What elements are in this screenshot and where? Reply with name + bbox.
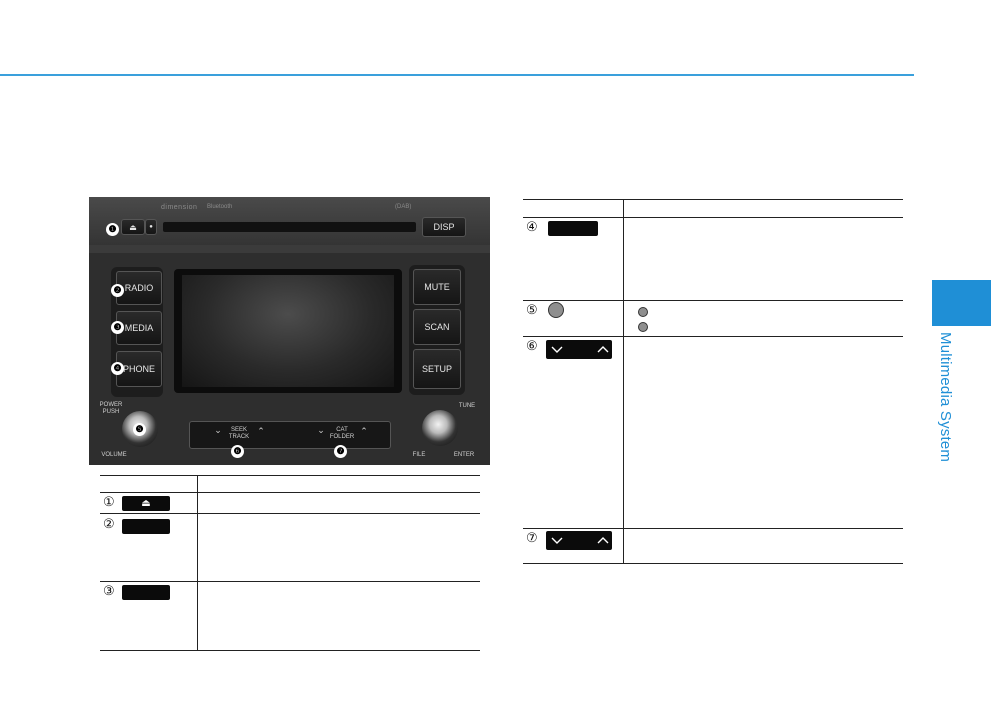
bluetooth-logo: Bluetooth (207, 204, 233, 210)
callout-5: ❺ (133, 423, 146, 436)
radio-key-icon (122, 519, 170, 534)
file-label: FILE (412, 452, 426, 458)
callout-2: ❷ (111, 284, 124, 297)
mute-button[interactable]: MUTE (413, 269, 461, 305)
left-table-row-rule (100, 513, 480, 514)
right-table-top-rule (523, 199, 903, 200)
seek-track-key-icon (546, 340, 612, 359)
display-screen (174, 269, 402, 393)
callout-1: ❶ (106, 223, 119, 236)
disp-button[interactable]: DISP (422, 217, 466, 237)
scan-button[interactable]: SCAN (413, 309, 461, 345)
phone-key-icon (548, 221, 598, 236)
row-number: ⑦ (526, 530, 538, 545)
setup-button[interactable]: SETUP (413, 349, 461, 389)
chevron-pair-icon (551, 537, 609, 544)
dab-badge: (DAB) (395, 204, 412, 210)
right-table-row-rule (523, 336, 903, 337)
row-number: ④ (526, 219, 538, 234)
eject-icon: ⏏ (122, 496, 170, 511)
knob-turn-icon (638, 322, 648, 332)
seek-folder-bar (189, 421, 391, 449)
left-table-top-rule (100, 475, 480, 476)
row-number: ⑤ (526, 302, 538, 317)
media-button[interactable]: MEDIA (116, 311, 162, 345)
enter-label: ENTER (453, 452, 475, 458)
right-table-row-rule (523, 528, 903, 529)
chapter-label: Multimedia System (937, 332, 954, 463)
cd-slot (163, 222, 416, 232)
row-number: ③ (103, 583, 115, 598)
knob-press-icon (638, 307, 648, 317)
eject-button[interactable]: ⏏ (121, 219, 145, 235)
right-table-divider (623, 199, 624, 564)
tune-knob[interactable] (422, 410, 458, 446)
cat-folder-key-icon (546, 531, 612, 550)
media-key-icon (122, 585, 170, 600)
head-unit-photo: dimension Bluetooth (DAB) ⏏ ● DISP RADIO… (89, 197, 490, 465)
callout-6: ❻ (231, 445, 244, 458)
row-number: ① (103, 494, 115, 509)
callout-7: ❼ (334, 445, 347, 458)
seek-down-chevron-icon[interactable]: ⌄ (214, 425, 222, 435)
chevron-pair-icon (551, 346, 609, 353)
callout-3: ❸ (111, 321, 124, 334)
brand-logo: dimension (161, 204, 198, 211)
volume-label: VOLUME (101, 452, 127, 458)
header-rule (0, 74, 914, 76)
row-number: ② (103, 516, 115, 531)
callout-4: ❹ (111, 362, 124, 375)
folder-up-chevron-icon[interactable]: ⌃ (360, 426, 368, 436)
chapter-tab (932, 280, 991, 326)
row-number: ⑥ (526, 338, 538, 353)
left-table-divider (197, 475, 198, 651)
tune-label: TUNE (458, 403, 476, 409)
right-table-bottom-rule (523, 563, 903, 564)
display-glass (182, 275, 394, 387)
left-table-bottom-rule (100, 650, 480, 651)
reset-button[interactable]: ● (145, 219, 157, 235)
left-table-header-rule (100, 492, 480, 493)
left-table-row-rule (100, 581, 480, 582)
right-table-header-rule (523, 217, 903, 218)
power-knob-icon (548, 302, 564, 318)
right-table-row-rule (523, 300, 903, 301)
seek-up-chevron-icon[interactable]: ⌃ (257, 426, 265, 436)
folder-down-chevron-icon[interactable]: ⌄ (317, 425, 325, 435)
